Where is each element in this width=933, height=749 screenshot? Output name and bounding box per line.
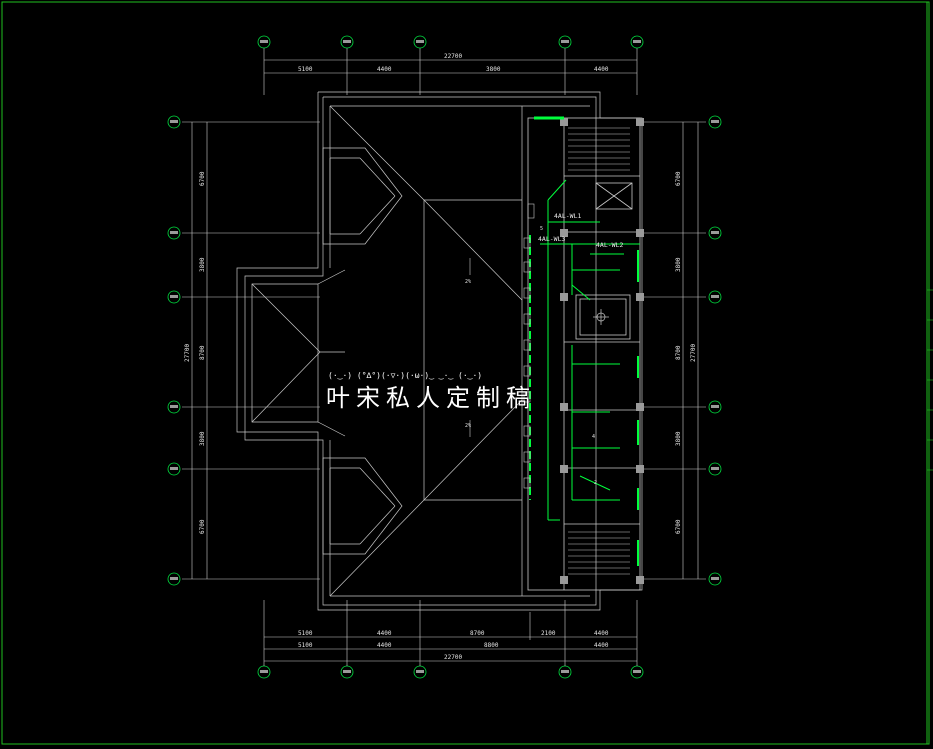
bottom-dim-r2-3: 8800 xyxy=(484,642,499,649)
right-axis-bubbles xyxy=(708,115,722,586)
roof-lines xyxy=(251,105,523,597)
right-dim-seg-2: 3800 xyxy=(675,257,682,272)
bottom-dim-total: 22700 xyxy=(444,654,462,661)
left-dimension-texts: 6700 3800 8700 3800 6700 27700 xyxy=(184,171,206,534)
watermark-dots: (·‿·) (°∆°)(·▽·)(·ω·)‿ ‿·‿ (·‿·) xyxy=(328,371,482,380)
wiring xyxy=(529,116,640,566)
bottom-dim-r1-3: 8700 xyxy=(470,630,485,637)
top-dim-seg-4: 4400 xyxy=(594,66,609,73)
circuit-number-labels: 5 4 2 xyxy=(540,226,597,486)
circuit-number-5: 5 xyxy=(540,226,543,232)
left-axis-bubbles xyxy=(167,115,181,586)
fan-symbol xyxy=(593,309,609,325)
bottom-dim-r2-1: 5100 xyxy=(298,642,313,649)
circuit-number-4: 4 xyxy=(592,434,595,440)
left-dim-seg-4: 3800 xyxy=(199,431,206,446)
right-dimension-lines xyxy=(640,121,706,580)
bottom-dimension-lines xyxy=(263,600,638,666)
slope-label-lower: 2% xyxy=(465,423,471,429)
left-dim-seg-2: 3800 xyxy=(199,257,206,272)
circuit-label-wl1: 4AL-WL1 xyxy=(554,212,581,220)
stair-top xyxy=(568,127,630,171)
right-dim-total: 27700 xyxy=(690,344,697,362)
right-dim-seg-3: 8700 xyxy=(675,345,682,360)
bottom-dim-r2-4: 4400 xyxy=(594,642,609,649)
stair-bottom xyxy=(568,531,630,575)
bottom-axis-bubbles xyxy=(257,665,644,679)
left-dim-seg-1: 6700 xyxy=(199,171,206,186)
bottom-dim-r2-2: 4400 xyxy=(377,642,392,649)
watermark-text: 叶宋私人定制稿 xyxy=(326,384,536,412)
right-dim-seg-1: 6700 xyxy=(675,171,682,186)
left-dim-seg-5: 6700 xyxy=(199,519,206,534)
bottom-dim-r1-5: 4400 xyxy=(594,630,609,637)
slope-label-upper: 2% xyxy=(465,279,471,285)
right-dimension-texts: 6700 3800 8700 3800 6700 27700 xyxy=(675,171,697,534)
circuit-label-wl2: 4AL-WL2 xyxy=(596,241,623,249)
column-blocks xyxy=(560,118,644,584)
left-dimension-lines xyxy=(182,121,320,580)
wiring-outlets xyxy=(523,203,535,489)
service-core-walls xyxy=(527,117,641,591)
top-dim-seg-1: 5100 xyxy=(298,66,313,73)
top-dim-seg-2: 4400 xyxy=(377,66,392,73)
bottom-dim-r1-4: 2100 xyxy=(541,630,556,637)
top-dim-total: 22700 xyxy=(444,53,462,60)
title-block-ticks xyxy=(927,289,933,471)
right-dim-seg-5: 6700 xyxy=(675,519,682,534)
circuit-number-2: 2 xyxy=(594,480,597,486)
top-axis-bubbles xyxy=(257,35,644,49)
left-dim-total: 27700 xyxy=(184,344,191,362)
bottom-dim-r1-1: 5100 xyxy=(298,630,313,637)
axis-bubble-fills xyxy=(170,40,719,673)
right-dim-seg-4: 3800 xyxy=(675,431,682,446)
bottom-dim-r1-2: 4400 xyxy=(377,630,392,637)
left-dim-seg-3: 8700 xyxy=(199,345,206,360)
circuit-label-wl3: 4AL-WL3 xyxy=(538,235,565,243)
top-dimension-lines xyxy=(263,48,638,95)
top-dim-seg-3: 3800 xyxy=(486,66,501,73)
